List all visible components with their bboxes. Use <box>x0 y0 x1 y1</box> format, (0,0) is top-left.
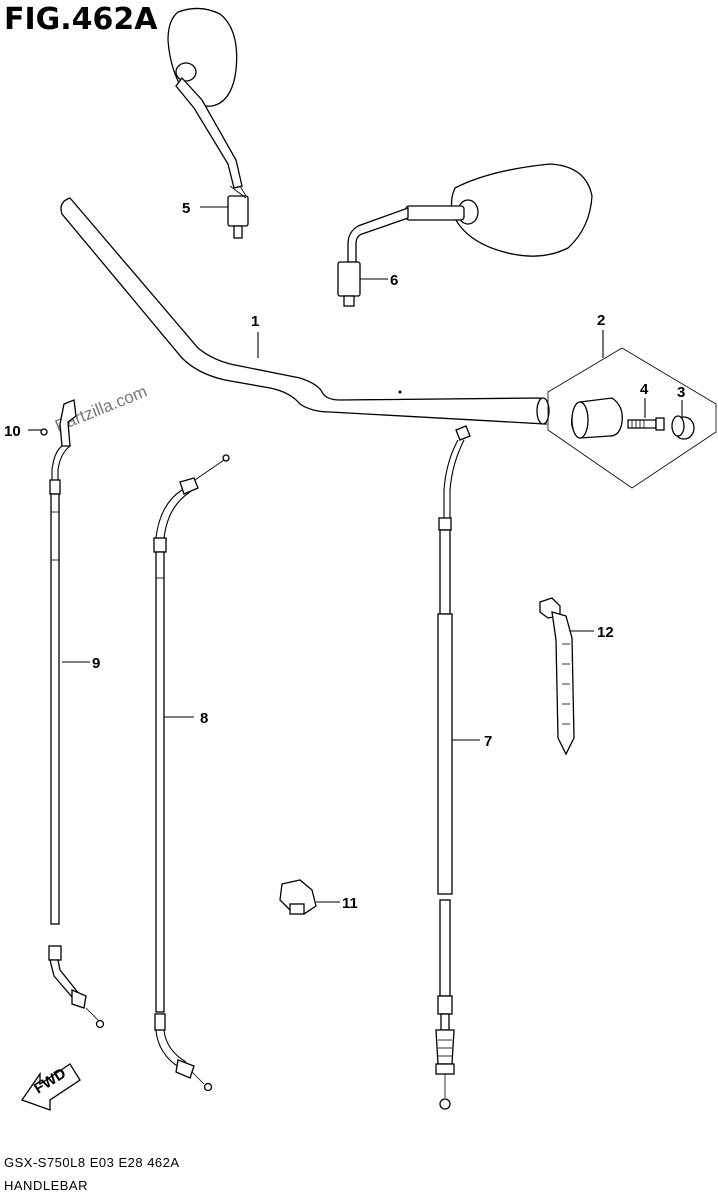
callout-9: 9 <box>92 655 100 672</box>
callout-2: 2 <box>597 312 605 329</box>
forward-direction-arrow: FWD <box>20 1063 81 1111</box>
callout-7: 7 <box>484 733 492 750</box>
bar-end-balancer-assembly[interactable] <box>547 347 717 489</box>
figure-title: FIG.462A <box>4 2 158 37</box>
callout-1: 1 <box>251 313 259 330</box>
callout-3: 3 <box>677 384 685 401</box>
cable-part-7[interactable] <box>435 425 471 1110</box>
throttle-cable-part[interactable] <box>153 454 230 1092</box>
callout-4: 4 <box>640 381 649 398</box>
footer-section-name: HANDLEBAR <box>4 1178 88 1193</box>
cable-tie-part[interactable] <box>539 597 575 756</box>
clutch-cable-part[interactable] <box>40 399 105 1029</box>
end-cap-part[interactable] <box>671 415 695 440</box>
callout-6: 6 <box>390 272 398 289</box>
handlebar-part[interactable] <box>60 197 550 425</box>
callout-12: 12 <box>597 624 614 641</box>
screw-part[interactable] <box>627 417 665 431</box>
left-mirror-part[interactable] <box>167 7 249 239</box>
callout-8: 8 <box>200 710 208 727</box>
clamp-part[interactable] <box>279 879 317 915</box>
callout-11: 11 <box>342 895 358 912</box>
bar-end-weight-part[interactable] <box>571 397 623 439</box>
right-mirror-part[interactable] <box>337 163 593 307</box>
callout-10: 10 <box>4 423 21 440</box>
callout-5: 5 <box>182 200 190 217</box>
footer-model-code: GSX-S750L8 E03 E28 462A <box>4 1155 180 1170</box>
